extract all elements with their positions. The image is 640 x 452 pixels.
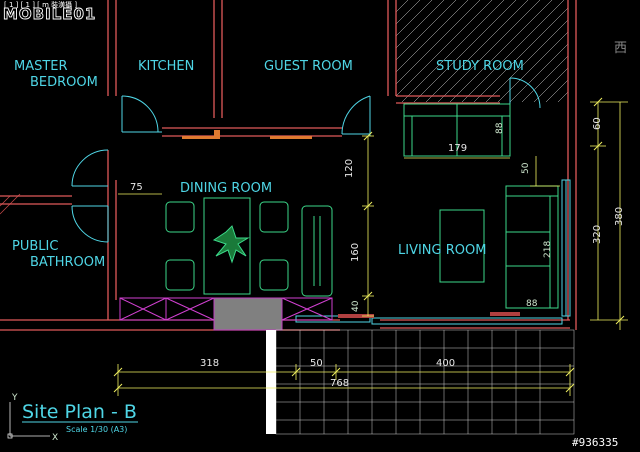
plan-title: Site Plan - B	[22, 401, 137, 423]
counter-block	[213, 297, 283, 331]
study-sofa	[403, 103, 511, 157]
door-study-room	[509, 77, 541, 109]
watermark: #936335	[572, 436, 618, 449]
dim-50a: 50	[521, 162, 531, 174]
dim-88b: 88	[526, 299, 538, 309]
windows	[295, 179, 571, 325]
dim-320: 320	[592, 225, 603, 244]
dining-chair	[259, 201, 289, 233]
dining-chair	[259, 259, 289, 291]
balcony-grid	[275, 329, 575, 435]
plant-icon	[212, 225, 250, 264]
fridge	[301, 205, 333, 297]
room-label-dining: DINING ROOM	[180, 181, 272, 196]
door-bathroom-upper	[71, 149, 109, 187]
room-label-master-2: BEDROOM	[30, 75, 98, 90]
room-label-bath-1: PUBLIC	[12, 239, 58, 254]
coffee-table	[439, 209, 485, 283]
dim-88a: 88	[495, 122, 505, 134]
lintels	[182, 130, 312, 139]
room-label-master-1: MASTER	[14, 59, 68, 74]
axis-y-label: Y	[11, 393, 18, 403]
dim-160: 160	[350, 243, 361, 262]
dining-table	[203, 197, 251, 295]
axis-x-label: X	[52, 433, 58, 443]
logo-tagline: [ 1 ] [ 1 ] [ m 裝潢攝 ]	[4, 0, 77, 9]
dining-chair	[165, 201, 195, 233]
dim-318: 318	[200, 358, 219, 369]
room-label-kitchen: KITCHEN	[138, 59, 194, 74]
dim-380: 380	[614, 207, 625, 226]
dim-60: 60	[592, 117, 603, 130]
dim-768: 768	[330, 378, 349, 389]
room-label-guest: GUEST ROOM	[264, 59, 353, 74]
room-label-bath-2: BATHROOM	[30, 255, 105, 270]
dim-179: 179	[448, 143, 467, 154]
dimension-ticks	[113, 97, 625, 393]
dim-40: 40	[351, 300, 361, 312]
door-master-bedroom	[121, 95, 162, 133]
dim-120: 120	[344, 159, 355, 178]
sills	[338, 312, 520, 318]
plan-scale: Scale 1/30 (A3)	[66, 425, 127, 434]
axis-marker	[7, 402, 50, 439]
door-bathroom-lower	[71, 205, 109, 243]
room-label-living: LIVING ROOM	[398, 243, 486, 258]
dim-75: 75	[130, 182, 143, 193]
mobile01-logo: [ 1 ] [ 1 ] [ m 裝潢攝 ] MOBILE01	[3, 0, 96, 23]
room-label-study: STUDY ROOM	[436, 59, 524, 74]
corner-glyph: 西	[614, 41, 627, 56]
balcony-post	[266, 330, 276, 434]
door-guest-room	[341, 95, 371, 136]
walls	[0, 0, 577, 331]
dim-50b: 50	[310, 358, 323, 369]
study-hatch	[395, 0, 569, 103]
dining-chair	[165, 259, 195, 291]
doors	[71, 77, 541, 243]
logo-text: MOBILE01	[3, 5, 96, 23]
dim-400: 400	[436, 358, 455, 369]
dim-218: 218	[543, 241, 553, 258]
